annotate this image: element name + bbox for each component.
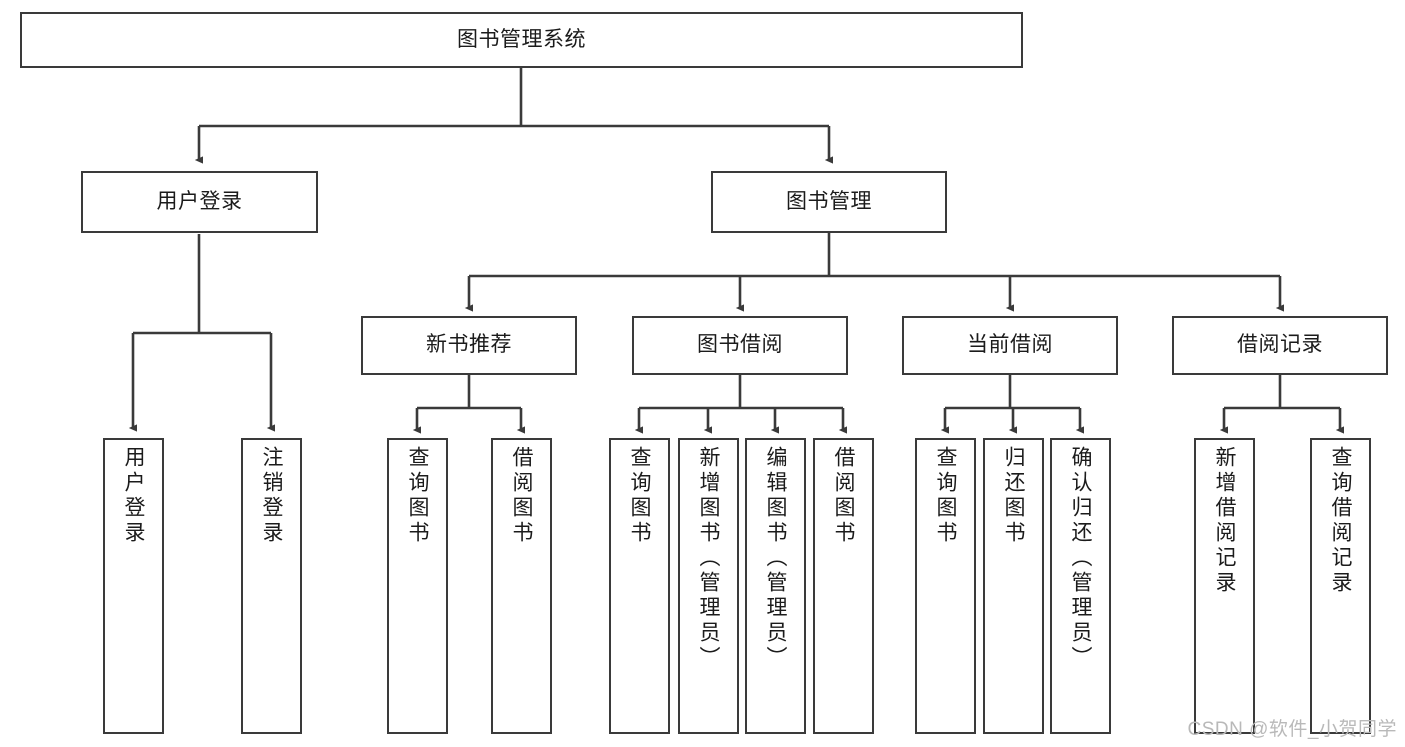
node-user-login[interactable]: 用户登录	[81, 171, 318, 233]
node-leaf-borrow-book-1[interactable]: 借阅图书	[491, 438, 552, 734]
node-leaf-edit-book-label: 编辑图书（管理员）	[764, 446, 787, 671]
node-current-borrow[interactable]: 当前借阅	[902, 316, 1118, 375]
node-leaf-add-book-label: 新增图书（管理员）	[697, 446, 720, 671]
node-book-borrow-label: 图书借阅	[697, 333, 783, 357]
node-leaf-confirm-return[interactable]: 确认归还（管理员）	[1050, 438, 1111, 734]
node-leaf-logout-login-label: 注销登录	[260, 446, 283, 546]
node-leaf-confirm-return-label: 确认归还（管理员）	[1069, 446, 1092, 671]
node-book-manage[interactable]: 图书管理	[711, 171, 947, 233]
node-root-label: 图书管理系统	[457, 27, 586, 51]
node-leaf-edit-book[interactable]: 编辑图书（管理员）	[745, 438, 806, 734]
node-leaf-logout-login[interactable]: 注销登录	[241, 438, 302, 734]
node-leaf-add-record-label: 新增借阅记录	[1213, 446, 1236, 596]
node-borrow-record[interactable]: 借阅记录	[1172, 316, 1388, 375]
node-leaf-query-book-1-label: 查询图书	[406, 446, 429, 546]
node-leaf-add-record[interactable]: 新增借阅记录	[1194, 438, 1255, 734]
node-leaf-query-book-3[interactable]: 查询图书	[915, 438, 976, 734]
watermark: CSDN @软件_小贺同学	[1187, 719, 1397, 740]
node-leaf-query-book-2[interactable]: 查询图书	[609, 438, 670, 734]
node-leaf-return-book[interactable]: 归还图书	[983, 438, 1044, 734]
node-leaf-query-book-2-label: 查询图书	[628, 446, 651, 546]
node-user-login-label: 用户登录	[156, 189, 243, 213]
node-leaf-return-book-label: 归还图书	[1002, 446, 1025, 546]
node-root[interactable]: 图书管理系统	[20, 12, 1023, 68]
node-leaf-borrow-book-2[interactable]: 借阅图书	[813, 438, 874, 734]
node-book-manage-label: 图书管理	[786, 189, 872, 213]
node-new-book-recommend[interactable]: 新书推荐	[361, 316, 577, 375]
node-book-borrow[interactable]: 图书借阅	[632, 316, 848, 375]
node-leaf-add-book[interactable]: 新增图书（管理员）	[678, 438, 739, 734]
node-leaf-borrow-book-1-label: 借阅图书	[510, 446, 533, 546]
node-leaf-query-record-label: 查询借阅记录	[1329, 446, 1352, 596]
node-leaf-query-book-1[interactable]: 查询图书	[387, 438, 448, 734]
node-leaf-query-record[interactable]: 查询借阅记录	[1310, 438, 1371, 734]
node-current-borrow-label: 当前借阅	[967, 333, 1053, 357]
node-leaf-query-book-3-label: 查询图书	[934, 446, 957, 546]
node-new-book-recommend-label: 新书推荐	[426, 333, 512, 357]
node-borrow-record-label: 借阅记录	[1237, 333, 1323, 357]
node-leaf-borrow-book-2-label: 借阅图书	[832, 446, 855, 546]
node-leaf-user-login[interactable]: 用户登录	[103, 438, 164, 734]
node-leaf-user-login-label: 用户登录	[122, 446, 145, 546]
